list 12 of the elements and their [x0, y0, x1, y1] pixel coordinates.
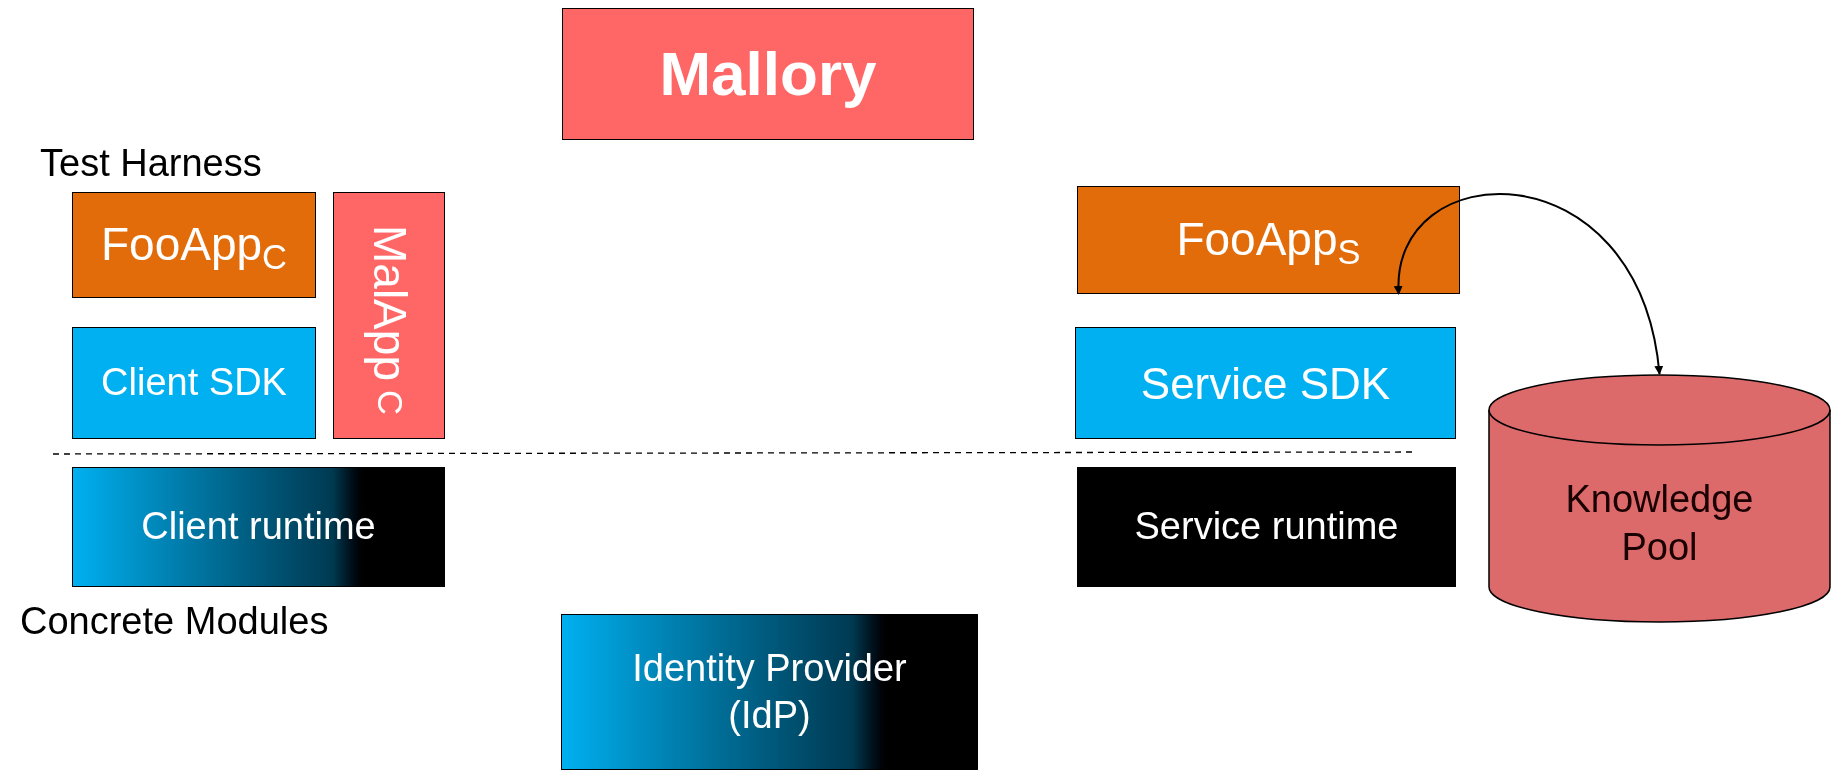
database-cylinder: Knowledge Pool — [1488, 374, 1831, 623]
curved-arrow — [1394, 193, 1663, 375]
app-box: FooApp$_{C}$ — [72, 192, 316, 298]
sdk-box: Client SDK — [72, 327, 316, 439]
component-box: Client runtime — [72, 467, 445, 587]
app-box: FooApp$_{S}$ — [1077, 186, 1460, 294]
runtime-box: Service runtime — [1077, 467, 1456, 587]
group-label: Concrete Modules — [20, 599, 329, 644]
group-label: Test Harness — [40, 141, 262, 186]
attacker-box: Mallory — [562, 8, 974, 140]
component-box: Identity Provider (IdP) — [561, 614, 978, 770]
sdk-box: Service SDK — [1075, 327, 1456, 439]
